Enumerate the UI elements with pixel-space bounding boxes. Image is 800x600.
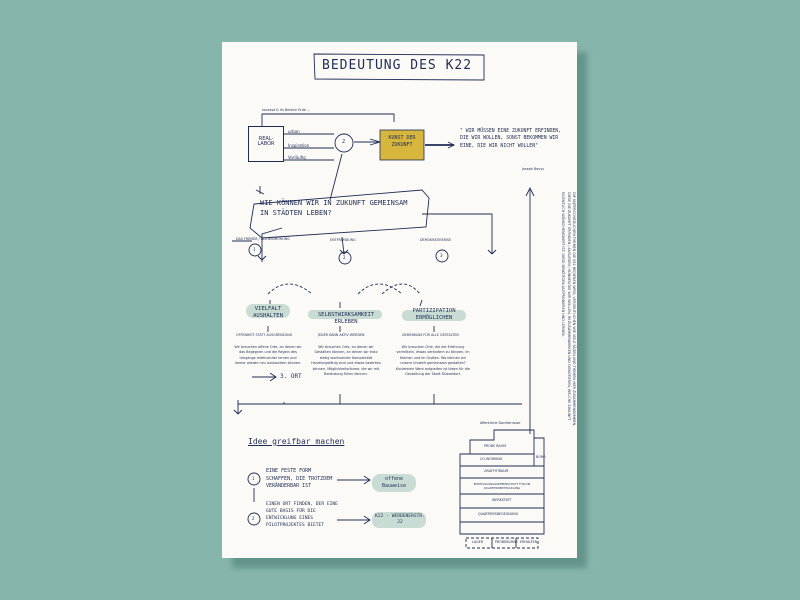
- dritter-ort-label: 3. ORT: [280, 373, 302, 380]
- input-label: Inspiration: [288, 143, 310, 148]
- base-label: ERHALTEN: [520, 540, 538, 544]
- branch-number: 1: [253, 247, 256, 252]
- base-label: LAGER: [472, 540, 484, 544]
- idee-heading: Idee greifbar machen: [248, 437, 345, 446]
- loop-number: 2: [342, 139, 346, 145]
- base-label: PROBEBÜHNE: [495, 540, 518, 544]
- branch-text: Wir brauchen Orte, an denen wir Gestalte…: [311, 345, 381, 377]
- step-number: 1: [252, 476, 255, 481]
- branch-subtitle: OFFENHEIT STATT AUSGRENZUNG: [236, 333, 293, 337]
- branch-number: 2: [343, 255, 346, 260]
- branch-subtitle: JEDER KANN AKTIV WERDEN: [318, 333, 365, 337]
- branch-title: VIELFALT AUSHALTEN: [253, 306, 283, 320]
- input-label: urban: [288, 129, 300, 134]
- reallabor-box: REAL-LABOR: [248, 126, 284, 162]
- poster-sheet: BEDEUTUNG DES K22 konzept & im Bereich E…: [222, 42, 577, 558]
- step-text: EINE FESTE FORM SCHAFFEN, DIE TROTZDEM V…: [266, 468, 333, 489]
- floor-label: WERKSTATT: [492, 498, 512, 502]
- branch-title: SELBSTWIRKSAMKEIT ERLEBEN: [317, 312, 375, 326]
- vertical-note: DIE UNTERSCHIEDLICHEN THEMEN DIE K22 BED…: [561, 192, 576, 427]
- quote-author: Joseph Beuys: [522, 167, 545, 171]
- branch-number: 3: [440, 253, 443, 258]
- title-frame: [313, 53, 485, 81]
- floor-label: PROBE RAUM: [484, 444, 506, 448]
- question-banner: [249, 189, 430, 239]
- central-question: WIE KÖNNEN WIR IN ZUKUNFT GEMEINSAM IN S…: [260, 199, 408, 218]
- floor-label: GRAFFITIRAUM: [484, 469, 509, 473]
- branch-title: PARTIZIPATION ERMÖGLICHEN: [412, 308, 456, 322]
- kunst-box-fill: [379, 129, 425, 161]
- input-label: Vorläufig: [288, 155, 306, 160]
- branch-subtitle: GEMEINSAM FÜR ALLE GESTALTEN: [402, 333, 459, 337]
- floor-label: CO-WORKING: [480, 457, 503, 461]
- building-top-label: öffentliche Dachterrasse: [480, 421, 521, 425]
- step-result: offene Bauweise: [381, 476, 407, 489]
- step-number: 2: [252, 516, 255, 521]
- connector-lines: [232, 53, 545, 549]
- poster-title: BEDEUTUNG DES K22: [322, 58, 473, 73]
- branch-label-2: ENTFREMDUNG: [330, 238, 356, 242]
- branch-text: Wir brauchen Orte, die die Erfahrung ver…: [396, 345, 470, 377]
- step-text: EINEN ORT FINDEN, DER EINE GUTE BASIS FÜ…: [266, 502, 338, 528]
- kunst-box-label: KUNST DER ZUKUNFT: [388, 135, 416, 148]
- floor-side-label: BÜRO: [536, 455, 546, 459]
- floor-label: QUARTIERSBEGEGNUNG: [478, 512, 519, 516]
- beuys-quote: " WIR MÜSSEN EINE ZUKUNFT ERFINDEN, DIE …: [460, 129, 562, 149]
- branch-label-1: DAS FREMDE / ALS BEDROHUNG: [236, 237, 290, 241]
- reallabor-label: REAL-LABOR: [257, 136, 275, 147]
- step-result: K22 - WERDENERSTR. 22: [375, 514, 425, 525]
- branch-label-3: DEMOKRATIEKRISE: [420, 238, 452, 242]
- floor-label: ENTWICKLUNGSGEMEINSCHAFT FÜR DIE QUARTIE…: [473, 482, 531, 491]
- above-reallabor-note: konzept & im Bereich Erde ...: [262, 108, 311, 112]
- branch-text: Wir brauchen offene Orte, an denen wir d…: [234, 345, 302, 366]
